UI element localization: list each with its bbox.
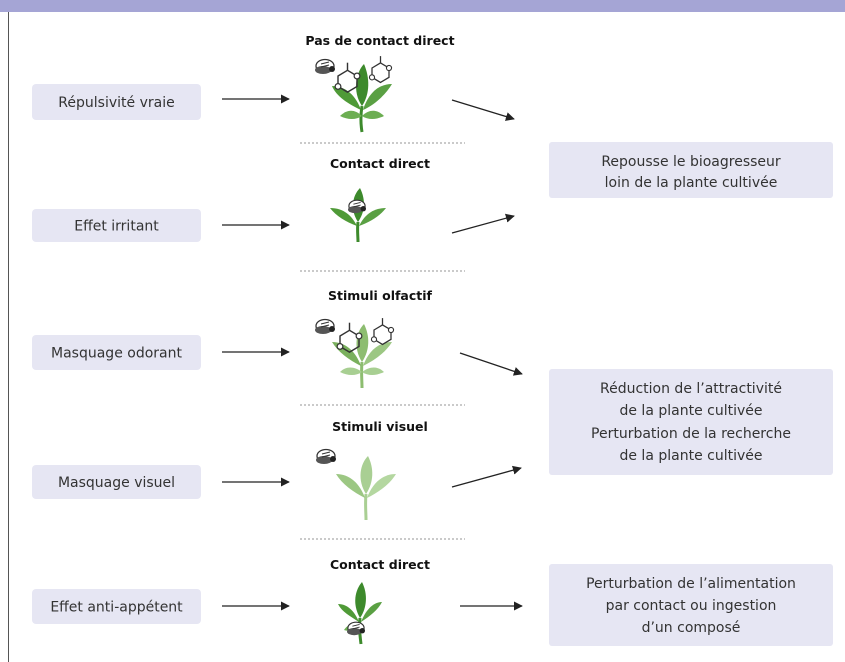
mechanism-box: [32, 335, 201, 370]
result-text-line: Réduction de l’attractivité: [600, 381, 782, 397]
molecule-icon: [370, 317, 395, 346]
molecule-icon: [334, 61, 361, 93]
illustration: [314, 55, 394, 134]
result-box: Perturbation de l’alimentation par conta…: [549, 564, 833, 646]
mode-header: Pas de contact direct: [305, 33, 454, 48]
leaf-icon: [330, 322, 394, 390]
mode-header: Contact direct: [330, 557, 430, 572]
result-text-line: Repousse le bioagresseur: [601, 154, 781, 170]
result-text-line: d’un composé: [642, 620, 741, 636]
mechanism-label: Masquage odorant: [51, 346, 182, 362]
illustration: [328, 186, 388, 244]
arrow: [451, 465, 522, 488]
leaf-icon: [336, 580, 384, 646]
molecule-icon: [368, 55, 393, 84]
separators: [300, 142, 465, 540]
mechanism-box: [32, 589, 201, 624]
mechanism-row: Masquage visuel Stimuli visuel: [32, 419, 522, 522]
result-box-bg: [549, 142, 833, 198]
mode-header: Stimuli visuel: [332, 419, 428, 434]
mechanism-box: [32, 84, 201, 120]
mechanism-row: Effet irritant Contact direct: [32, 156, 515, 244]
molecule-icon: [336, 321, 363, 353]
arrow: [459, 352, 523, 376]
result-text-line: Perturbation de l’alimentation: [586, 576, 796, 592]
result-text-line: de la plante cultivée: [619, 448, 762, 464]
insect-icon: [315, 448, 337, 465]
result-text-line: de la plante cultivée: [619, 403, 762, 419]
result-text-line: loin de la plante cultivée: [605, 175, 778, 191]
insect-icon: [314, 318, 336, 335]
insect-icon: [347, 199, 367, 214]
mode-header: Stimuli olfactif: [328, 288, 433, 303]
mechanism-label: Effet anti-appétent: [50, 600, 183, 616]
mechanism-box: [32, 465, 201, 499]
insect-icon: [314, 58, 336, 75]
result-text-line: par contact ou ingestion: [606, 598, 777, 614]
result-box-bg: [549, 369, 833, 475]
result-box: Repousse le bioagresseur loin de la plan…: [549, 142, 833, 198]
illustration: [314, 317, 395, 390]
result-text-line: Perturbation de la recherche: [591, 426, 791, 442]
result-box: Réduction de l’attractivité de la plante…: [549, 369, 833, 475]
illustration: [336, 580, 384, 646]
mechanism-label: Effet irritant: [74, 219, 159, 235]
leaf-icon: [334, 454, 398, 522]
mechanism-label: Répulsivité vraie: [58, 95, 174, 111]
mechanism-row: Masquage odorant Stimuli olfactif: [32, 288, 523, 390]
arrow: [451, 99, 515, 121]
mechanism-box: [32, 209, 201, 242]
mechanism-row: Effet anti-appétent Contact direct: [32, 557, 523, 646]
mode-header: Contact direct: [330, 156, 430, 171]
mechanism-row: Répulsivité vraie Pas de contact direct: [32, 33, 515, 134]
illustration: [315, 448, 398, 522]
insect-icon: [346, 621, 366, 636]
arrow: [451, 213, 515, 234]
top-band: [0, 0, 845, 12]
result-box-bg: [549, 564, 833, 646]
leaf-icon: [328, 186, 388, 244]
mechanism-label: Masquage visuel: [58, 475, 175, 491]
